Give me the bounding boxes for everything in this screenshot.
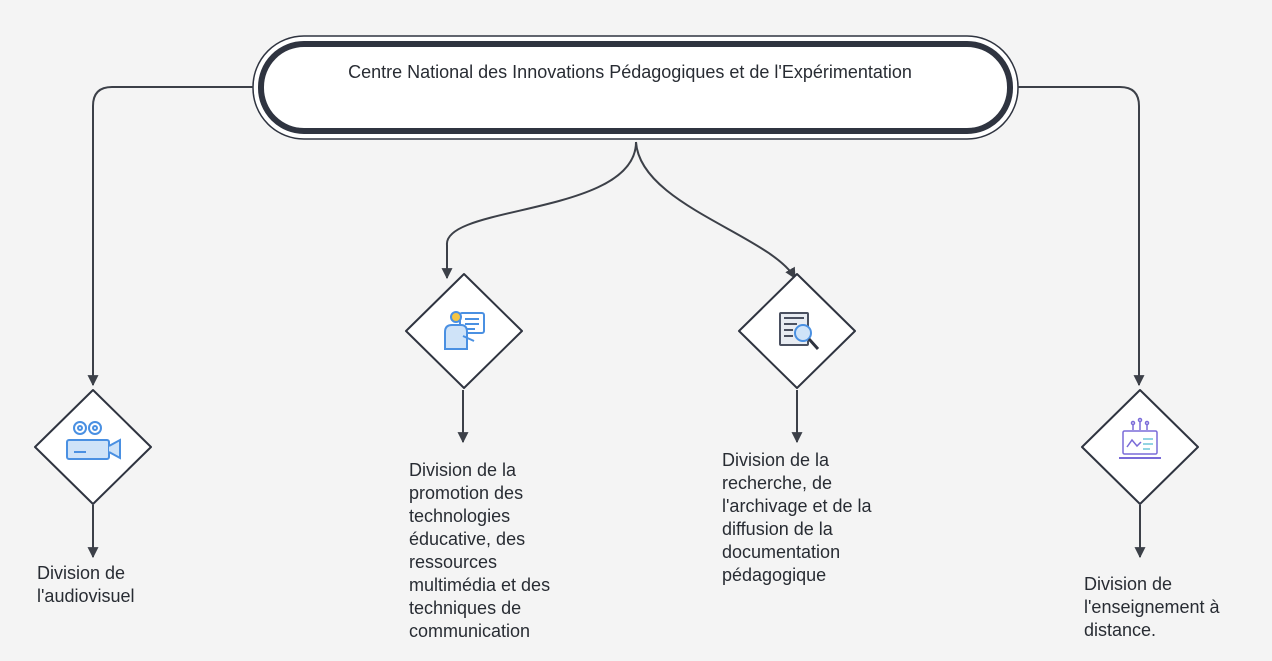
video-camera-icon	[66, 421, 121, 460]
root-title: Centre National des Innovations Pédagogi…	[348, 62, 912, 82]
laptop-analytics-icon	[1119, 417, 1161, 459]
root-node[interactable]	[252, 35, 1019, 140]
label-promotion: Division de la promotion des technologie…	[409, 460, 551, 641]
presenter-board-icon	[444, 311, 485, 350]
label-enseignement: Division de l'enseignement à distance.	[1084, 574, 1220, 640]
connector-enseignement	[1018, 86, 1145, 387]
document-search-icon	[779, 312, 820, 351]
connector-audiovisuel	[87, 86, 253, 387]
label-audiovisuel: Division de l'audiovisuel	[37, 563, 135, 606]
connector-recherche	[635, 141, 796, 279]
label-recherche: Division de la recherche, de l'archivage…	[722, 450, 872, 585]
connector-promotion	[441, 141, 637, 280]
